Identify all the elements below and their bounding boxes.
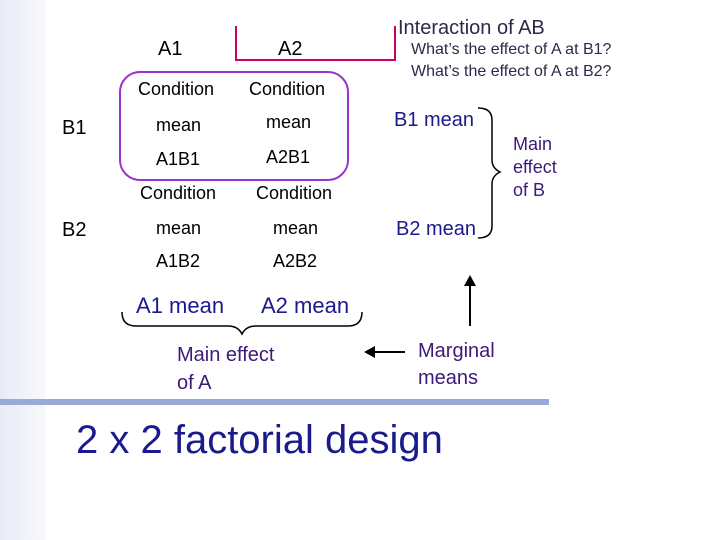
- left-arrow-head: [364, 346, 375, 358]
- title-divider-bar: [0, 399, 549, 405]
- main-effect-a-brace: [121, 311, 363, 336]
- slide-title: 2 x 2 factorial design: [76, 418, 443, 462]
- interaction-question-b2: What’s the effect of A at B2?: [411, 63, 612, 80]
- cell-a2b2-line2: mean: [273, 218, 319, 238]
- cell-a2b1-line1: Condition: [249, 79, 326, 99]
- interaction-connector-line: [235, 26, 396, 61]
- main-effect-b-line3: of B: [513, 180, 546, 200]
- cell-a2b1-line3: A2B1: [266, 147, 311, 167]
- row-header-b1: B1: [62, 117, 87, 139]
- main-effect-b-line1: Main: [513, 134, 553, 154]
- interaction-title: Interaction of AB: [398, 17, 545, 39]
- interaction-question-b1: What’s the effect of A at B1?: [411, 41, 612, 58]
- row-mean-b2: B2 mean: [396, 218, 477, 240]
- cell-a1b1-line3: A1B1: [156, 149, 201, 169]
- cell-a2b2-line1: Condition: [256, 183, 333, 203]
- cell-a1b1-line2: mean: [156, 115, 202, 135]
- column-header-a1: A1: [158, 38, 183, 60]
- cell-a2b1-line2: mean: [266, 112, 312, 132]
- cell-a1b2-line2: mean: [156, 218, 202, 238]
- cell-a1b1-line1: Condition: [138, 79, 215, 99]
- cell-a2b2-line3: A2B2: [273, 251, 318, 271]
- main-effect-a-line2: of A: [177, 372, 212, 394]
- marginal-means-line2: means: [418, 367, 479, 389]
- row-mean-b1: B1 mean: [394, 109, 475, 131]
- column-mean-a1: A1 mean: [136, 293, 225, 318]
- up-arrow-head: [464, 275, 476, 286]
- b1-cells-highlight-box: [119, 71, 349, 181]
- decorative-side-band: [0, 0, 46, 540]
- column-mean-a2: A2 mean: [261, 293, 350, 318]
- row-header-b2: B2: [62, 219, 87, 241]
- marginal-means-line1: Marginal: [418, 340, 495, 362]
- cell-a1b2-line1: Condition: [140, 183, 217, 203]
- main-effect-b-line2: effect: [513, 157, 557, 177]
- main-effect-a-line1: Main effect: [177, 344, 275, 366]
- column-header-a2: A2: [278, 38, 303, 60]
- cell-a1b2-line3: A1B2: [156, 251, 201, 271]
- main-effect-b-brace: [477, 107, 502, 239]
